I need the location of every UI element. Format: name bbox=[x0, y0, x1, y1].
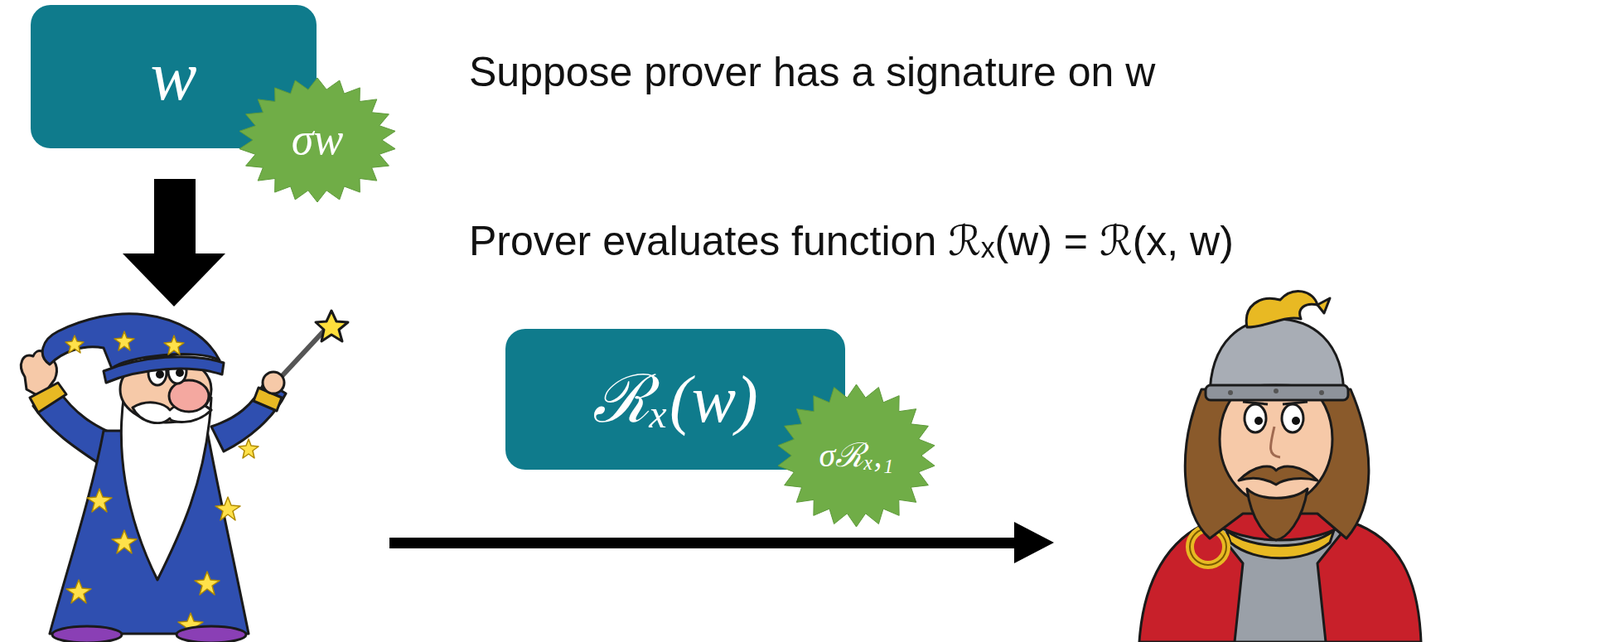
signature-badge: σℛₓ,₁ bbox=[775, 382, 938, 529]
arrow-shaft bbox=[154, 178, 196, 256]
arrow-shaft bbox=[389, 537, 1020, 549]
starburst-outline bbox=[778, 384, 935, 527]
arrow-head bbox=[1014, 522, 1054, 564]
starburst-outline bbox=[239, 77, 396, 203]
send-arrow bbox=[389, 522, 1054, 564]
signature-badge: σw bbox=[236, 76, 398, 204]
wizard-figure bbox=[20, 310, 349, 642]
signature-text: σw bbox=[291, 115, 344, 165]
down-arrow bbox=[122, 178, 226, 307]
king-figure bbox=[1139, 291, 1422, 642]
caption-text: Suppose prover has a signature on w bbox=[468, 48, 1156, 97]
message-text: w bbox=[149, 38, 197, 115]
signature-text: σℛₓ,₁ bbox=[819, 437, 895, 474]
message-text: ℛₓ(w) bbox=[592, 362, 758, 436]
caption-text: Prover evaluates function ℛₓ(w) = ℛ(x, w… bbox=[468, 217, 1234, 266]
arrow-head bbox=[122, 253, 226, 307]
